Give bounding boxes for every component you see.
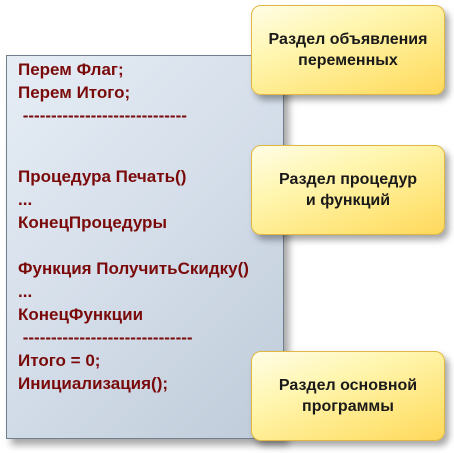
code-line-init-call: Инициализация(); bbox=[18, 374, 169, 393]
code-line-procedure: Процедура Печать() bbox=[18, 167, 187, 186]
callout-procedures-functions: Раздел процедур и функций bbox=[251, 145, 445, 235]
code-line-separator-2: ------------------------------ bbox=[18, 328, 193, 347]
code-line-end-function: КонецФункции bbox=[18, 305, 144, 324]
code-line-var-flag: Перем Флаг; bbox=[18, 60, 124, 79]
callout-label: Раздел основной программы bbox=[278, 377, 418, 415]
code-line-total-assign: Итого = 0; bbox=[18, 351, 101, 370]
code-line-ellipsis-1: ... bbox=[18, 190, 33, 209]
code-line-separator-1: ----------------------------- bbox=[18, 106, 187, 125]
callout-label: Раздел процедур и функций bbox=[279, 171, 417, 209]
callout-variable-declarations: Раздел объявления переменных bbox=[251, 5, 445, 95]
code-panel bbox=[6, 55, 284, 439]
callout-label: Раздел объявления переменных bbox=[268, 31, 428, 69]
code-line-function: Функция ПолучитьСкидку() bbox=[18, 259, 249, 278]
code-line-ellipsis-2: ... bbox=[18, 282, 33, 301]
callout-main-program: Раздел основной программы bbox=[251, 351, 445, 441]
code-line-var-total: Перем Итого; bbox=[18, 83, 131, 102]
code-line-end-procedure: КонецПроцедуры bbox=[18, 213, 167, 232]
